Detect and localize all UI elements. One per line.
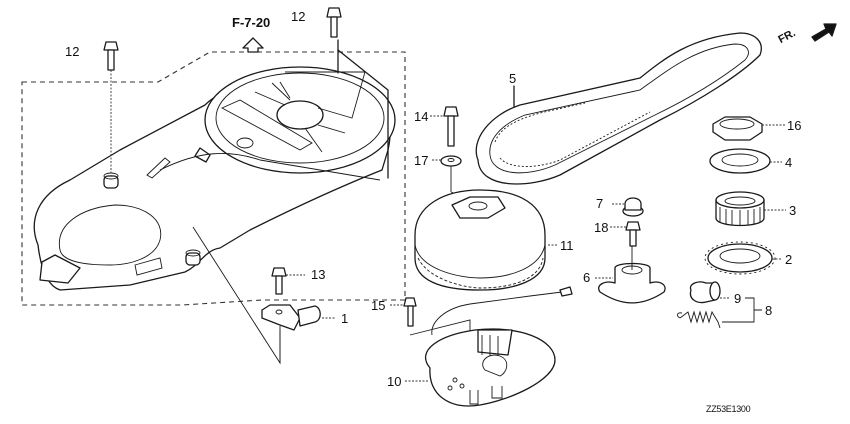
sprocket-3 <box>715 191 786 227</box>
callout-16[interactable]: 16 <box>787 118 802 133</box>
bolt-14 <box>430 106 459 147</box>
bolt-18 <box>610 221 641 247</box>
roller-9 <box>689 281 730 304</box>
callout-15[interactable]: 15 <box>371 298 386 313</box>
callout-8[interactable]: 8 <box>765 303 773 318</box>
belt-cover <box>33 66 396 291</box>
callout-4[interactable]: 4 <box>785 155 793 170</box>
callout-12[interactable]: 12 <box>65 44 80 59</box>
callout-3[interactable]: 3 <box>789 203 797 218</box>
base-plate-10 <box>405 286 573 407</box>
bolt-12a <box>103 41 119 176</box>
callout-11[interactable]: 11 <box>560 238 574 253</box>
nut-16 <box>712 116 785 141</box>
drawing-code: ZZ53E1300 <box>706 404 751 414</box>
callout-6[interactable]: 6 <box>583 270 591 285</box>
callout-7[interactable]: 7 <box>596 196 604 211</box>
callout-17[interactable]: 17 <box>414 153 429 168</box>
bolt-12b <box>326 7 389 179</box>
boss-6 <box>595 246 666 304</box>
callout-18[interactable]: 18 <box>594 220 609 235</box>
plate-2 <box>704 241 782 275</box>
front-direction-arrow-icon <box>811 23 837 42</box>
callout-5[interactable]: 5 <box>509 71 517 86</box>
sensor-1 <box>192 226 336 365</box>
callout-14[interactable]: 14 <box>414 109 429 124</box>
callout-2[interactable]: 2 <box>785 252 793 267</box>
timing-belt <box>475 32 762 185</box>
callout-9[interactable]: 9 <box>734 291 742 306</box>
pulley-11 <box>414 189 558 291</box>
reference-arrow-icon <box>242 37 264 53</box>
spring-8 <box>677 297 762 329</box>
reference-label: F-7-20 <box>232 15 271 30</box>
cap-7 <box>612 197 644 217</box>
callout-1[interactable]: 1 <box>341 311 349 326</box>
callout-13[interactable]: 13 <box>311 267 326 282</box>
callout-10[interactable]: 10 <box>387 374 402 389</box>
bolt-13 <box>271 267 305 295</box>
washer-4 <box>709 148 782 174</box>
callout-12[interactable]: 12 <box>291 9 306 24</box>
